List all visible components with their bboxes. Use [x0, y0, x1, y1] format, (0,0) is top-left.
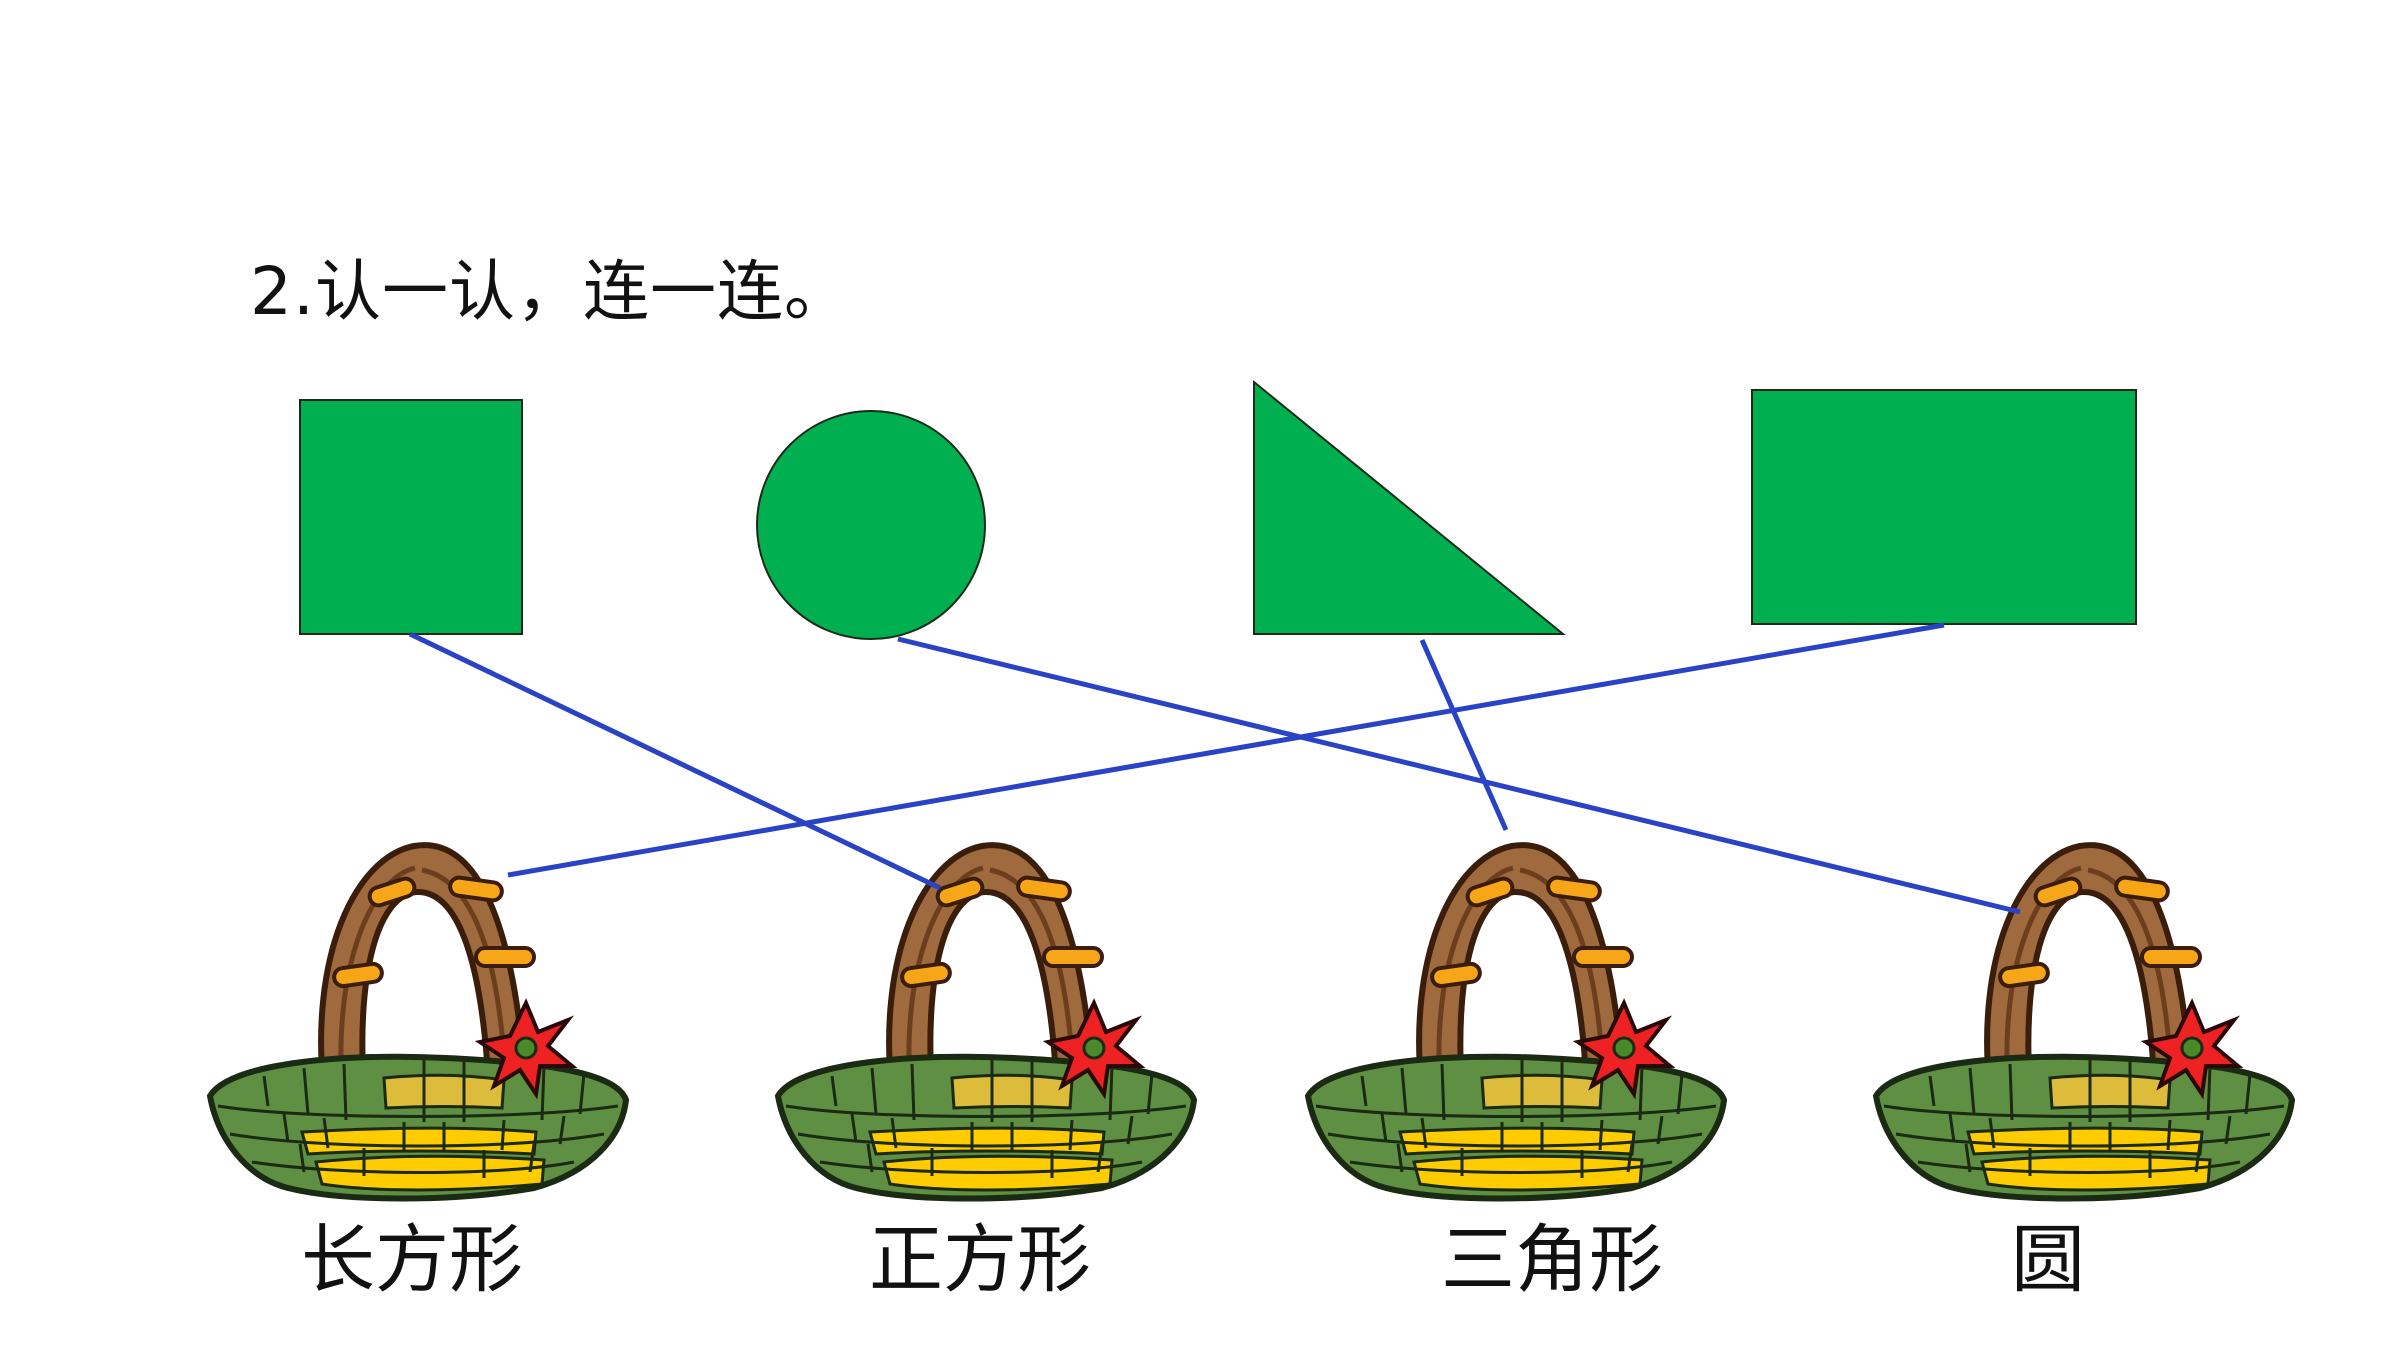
basket-3 [1308, 845, 1724, 1198]
circle-shape [756, 410, 986, 640]
basket-label-rectangle: 长方形 [301, 1217, 523, 1303]
connection-line-triangle[interactable] [1419, 638, 1509, 832]
basket-2 [778, 845, 1194, 1198]
connection-line-rectangle[interactable] [507, 622, 1945, 878]
page-title: 2.认一认，连一连。 [250, 253, 851, 330]
basket-label-square: 正方形 [869, 1217, 1091, 1303]
connection-line-square[interactable] [408, 631, 942, 891]
connection-line-circle[interactable] [897, 636, 2021, 915]
square-shape [299, 399, 523, 635]
right-triangle-shape [1253, 379, 1566, 635]
basket-label-triangle: 三角形 [1441, 1217, 1663, 1303]
rectangle-shape [1751, 389, 2137, 625]
basket-1 [210, 845, 626, 1198]
basket-4 [1876, 845, 2292, 1198]
basket-label-circle: 圆 [2011, 1217, 2085, 1303]
